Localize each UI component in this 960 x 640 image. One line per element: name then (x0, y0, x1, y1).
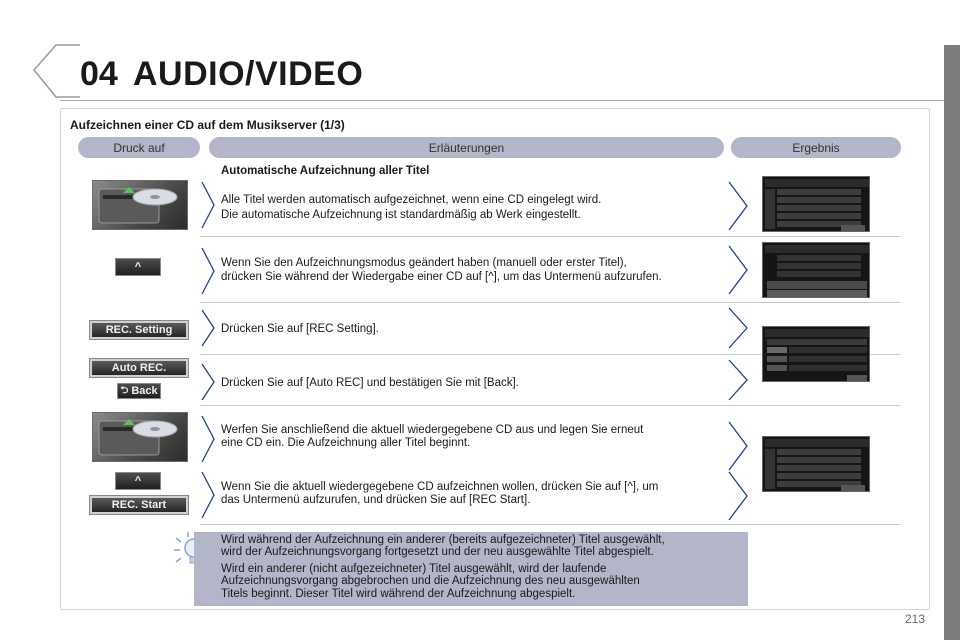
submenu-graphic (765, 245, 869, 297)
chevron-right-icon (201, 247, 215, 295)
tip-p2-line1: Wird ein anderer (nicht aufgezeichneter)… (221, 563, 607, 575)
row5-line1: Werfen Sie anschließend die aktuell wied… (221, 424, 644, 436)
row-divider (200, 524, 900, 525)
result-screen-track-list (762, 436, 870, 492)
row1-line2: Die automatische Aufzeichnung ist standa… (221, 209, 581, 221)
column-result: Ergebnis (731, 137, 901, 158)
row5-line2: eine CD ein. Die Aufzeichnung aller Tite… (221, 437, 471, 449)
header-divider (60, 100, 944, 101)
section-subtitle: Aufzeichnen einer CD auf dem Musikserver… (70, 118, 345, 132)
cd-insert-icon (98, 419, 178, 456)
side-bar (944, 45, 960, 640)
chevron-right-icon (201, 415, 215, 463)
page-title: AUDIO/VIDEO (133, 55, 364, 93)
auto-rec-button[interactable]: Auto REC. (89, 358, 189, 378)
header-bracket (33, 44, 80, 98)
row6-line2: das Untermenü aufzurufen, und drücken Si… (221, 494, 531, 506)
result-screen-track-list (762, 176, 870, 232)
chevron-right-icon (201, 363, 215, 401)
up-button[interactable]: ^ (115, 472, 161, 490)
tip-p1-line1: Wird während der Aufzeichnung ein andere… (221, 534, 665, 546)
chevron-right-icon (728, 471, 748, 521)
page-number: 213 (905, 612, 926, 626)
chevron-right-icon (201, 471, 215, 519)
tip-p2-line2: Aufzeichnungsvorgang abgebrochen und die… (221, 575, 640, 587)
chevron-right-icon (728, 181, 748, 231)
section-heading: Automatische Aufzeichnung aller Titel (221, 165, 430, 177)
up-button[interactable]: ^ (115, 258, 161, 276)
back-button-label: Back (131, 385, 158, 397)
row-divider (200, 354, 900, 355)
chevron-right-icon (201, 181, 215, 229)
tip-p2-line3: Titels beginnt. Dieser Titel wird währen… (221, 588, 576, 600)
back-button[interactable]: ⮌ Back (117, 383, 161, 399)
cd-slot-photo (92, 180, 188, 230)
tip-box (194, 532, 748, 606)
rec-setting-graphic (765, 329, 869, 381)
chevron-right-icon (201, 309, 215, 347)
chevron-right-icon (728, 359, 748, 401)
column-press: Druck auf (78, 137, 200, 158)
chevron-right-icon (728, 421, 748, 471)
row4-line1: Drücken Sie auf [Auto REC] und bestätige… (221, 377, 519, 389)
result-screen-rec-setting (762, 326, 870, 382)
row2-line2: drücken Sie während der Wiedergabe einer… (221, 271, 662, 283)
cd-slot-photo (92, 412, 188, 462)
row-divider (200, 405, 900, 406)
track-list-graphic (765, 439, 869, 491)
rec-setting-button[interactable]: REC. Setting (89, 320, 189, 340)
chevron-right-icon (728, 245, 748, 295)
back-arrow-icon: ⮌ (120, 384, 129, 396)
row-divider (200, 236, 900, 237)
row2-line1: Wenn Sie den Aufzeichnungsmodus geändert… (221, 257, 627, 269)
chapter-number: 04 (80, 55, 118, 93)
row6-line1: Wenn Sie die aktuell wiedergegebene CD a… (221, 481, 659, 493)
column-explanations: Erläuterungen (209, 137, 724, 158)
track-list-graphic (765, 179, 869, 231)
cd-insert-icon (98, 187, 178, 224)
rec-start-button[interactable]: REC. Start (89, 495, 189, 515)
row-divider (200, 302, 900, 303)
result-screen-submenu (762, 242, 870, 298)
tip-p1-line2: wird der Aufzeichnungsvorgang fortgesetz… (221, 546, 654, 558)
row1-line1: Alle Titel werden automatisch aufgezeich… (221, 194, 602, 206)
content-frame (60, 108, 930, 610)
row3-line1: Drücken Sie auf [REC Setting]. (221, 323, 379, 335)
chevron-right-icon (728, 307, 748, 349)
